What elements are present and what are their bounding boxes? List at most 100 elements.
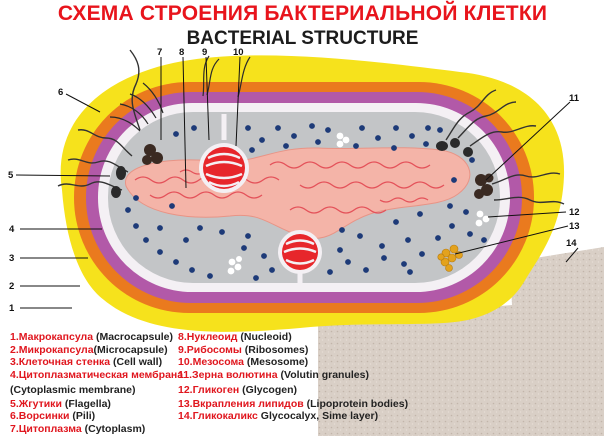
ribosome — [275, 125, 281, 131]
flagella-basal-bodies — [111, 138, 473, 198]
ribosome — [261, 253, 267, 259]
ribosome — [417, 211, 423, 217]
ribosome — [393, 125, 399, 131]
ribosome — [463, 209, 469, 215]
ribosome — [157, 225, 163, 231]
callout-11: 11 — [569, 93, 580, 104]
callout-5: 5 — [8, 170, 14, 181]
callout-13: 13 — [569, 221, 580, 232]
ribosome — [423, 141, 429, 147]
callout-numbers: 6 5 4 3 2 1 7 8 9 10 11 12 13 14 — [8, 47, 580, 314]
ribosome — [435, 235, 441, 241]
ribosome — [451, 177, 457, 183]
legend-item: 8.Нуклеоид (Nucleoid) — [178, 331, 292, 343]
callout-12: 12 — [569, 207, 580, 218]
ribosome — [283, 143, 289, 149]
legend-right: 8.Нуклеоид (Nucleoid) 9.Рибосомы (Riboso… — [178, 331, 408, 423]
title-russian: СХЕМА СТРОЕНИЯ БАКТЕРИАЛЬНОЙ КЛЕТКИ — [57, 2, 548, 25]
lipid-inclusions — [437, 244, 463, 272]
ribosome — [173, 131, 179, 137]
ribosome — [339, 227, 345, 233]
legend-item: 4.Цитоплазматическая мембрана — [10, 368, 184, 381]
ribosome — [269, 267, 275, 273]
legend-item: 13.Вкрапления липидов (Lipoprotein bodie… — [178, 397, 409, 410]
mesosome-bottom — [278, 230, 322, 290]
ribosome — [363, 267, 369, 273]
pili — [109, 55, 251, 132]
ribosome — [249, 147, 255, 153]
legend-item: 2.Микрокапсула(Microcapsule) — [10, 343, 168, 356]
legend-item: (Cytoplasmic membrane) — [10, 384, 136, 396]
legend-item: 6.Ворсинки (Pili) — [10, 410, 96, 422]
ribosome — [437, 127, 443, 133]
ribosome — [393, 219, 399, 225]
callout-2: 2 — [9, 281, 14, 292]
ribosome — [325, 127, 331, 133]
ribosome — [357, 233, 363, 239]
callout-8: 8 — [179, 47, 184, 58]
ribosome — [259, 137, 265, 143]
callout-10: 10 — [233, 47, 244, 58]
ribosome — [183, 237, 189, 243]
ribosomes — [125, 123, 487, 281]
ribosome — [481, 237, 487, 243]
ribosome — [375, 135, 381, 141]
ribosome — [245, 125, 251, 131]
ribosome — [381, 255, 387, 261]
callout-9: 9 — [202, 47, 207, 58]
ribosome — [379, 243, 385, 249]
legend-item: 9.Рибосомы (Ribosomes) — [178, 343, 309, 356]
ribosome — [125, 207, 131, 213]
mesosome-top — [199, 114, 249, 193]
legend-left: 1.Макрокапсула (Macrocapsule) 2.Микрокап… — [10, 331, 183, 435]
callout-14: 14 — [566, 238, 577, 249]
ribosome — [467, 231, 473, 237]
ribosome — [133, 223, 139, 229]
ribosome — [449, 223, 455, 229]
ribosome — [425, 125, 431, 131]
flagella — [57, 49, 565, 205]
ribosome — [391, 145, 397, 151]
ribosome — [197, 225, 203, 231]
ribosome — [173, 259, 179, 265]
ribosome — [253, 275, 259, 281]
glycocalyx-layer — [318, 247, 604, 436]
ribosome — [219, 229, 225, 235]
callout-4: 4 — [9, 224, 15, 235]
legend-item: 5.Жгутики (Flagella) — [10, 397, 111, 410]
ribosome — [345, 259, 351, 265]
ribosome — [409, 133, 415, 139]
glycogen-granules — [227, 132, 490, 275]
ribosome — [447, 203, 453, 209]
ribosome — [407, 269, 413, 275]
legend-item: 1.Макрокапсула (Macrocapsule) — [10, 331, 173, 343]
ribosome — [169, 203, 175, 209]
callout-1: 1 — [9, 303, 15, 314]
ribosome — [241, 245, 247, 251]
ribosome — [353, 143, 359, 149]
ribosome — [469, 157, 475, 163]
callout-3: 3 — [9, 253, 14, 264]
ribosome — [309, 123, 315, 129]
leader-lines — [15, 56, 579, 309]
legend-item: 7.Цитоплазма (Cytoplasm) — [10, 422, 146, 435]
ribosome — [157, 249, 163, 255]
ribosome — [191, 125, 197, 131]
legend-item: 10.Мезосома (Mesosome) — [178, 356, 309, 368]
ribosome — [405, 237, 411, 243]
ribosome — [291, 133, 297, 139]
ribosome — [327, 269, 333, 275]
ribosome — [337, 247, 343, 253]
ribosome — [401, 261, 407, 267]
ribosome — [189, 267, 195, 273]
ribosome — [143, 237, 149, 243]
legend-item: 14.Гликокаликс Glycocalyx, Sime layer) — [178, 410, 379, 422]
ribosome — [207, 273, 213, 279]
ribosome — [245, 233, 251, 239]
ribosome — [133, 195, 139, 201]
ribosome — [359, 125, 365, 131]
ribosome — [315, 139, 321, 145]
callout-6: 6 — [58, 87, 63, 98]
callout-7: 7 — [157, 47, 162, 58]
